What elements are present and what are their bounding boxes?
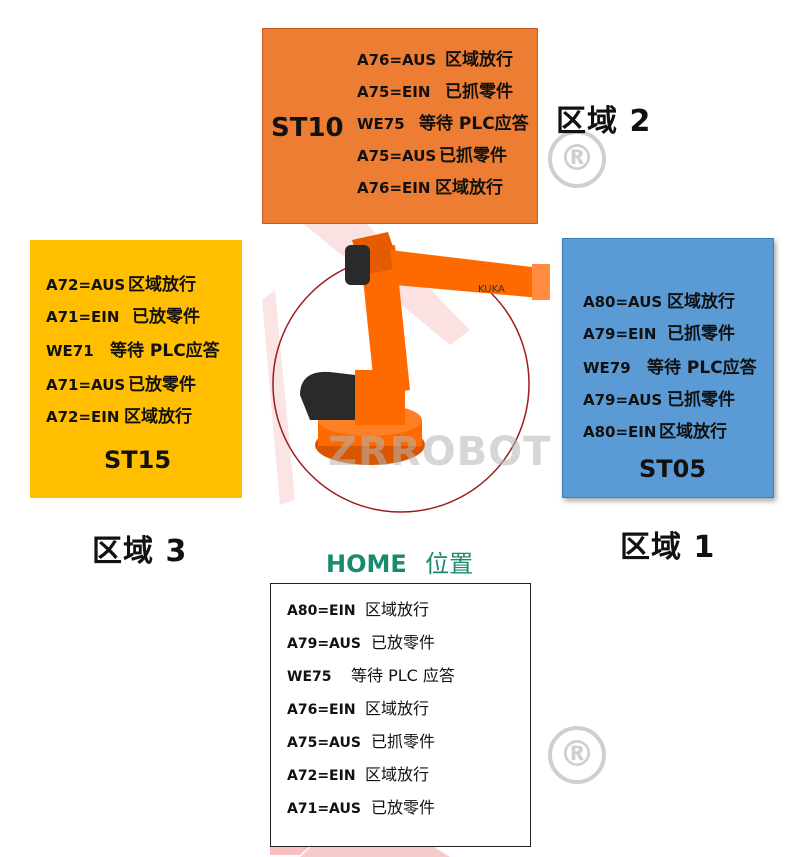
signal-desc: 已抓零件 <box>445 82 513 102</box>
signal-line: A75=AUS 已抓零件 <box>287 728 435 752</box>
robot-brand-text: KUKA <box>478 284 505 295</box>
signal-code: A79=EIN <box>583 325 657 343</box>
signal-code: A72=AUS <box>46 276 126 294</box>
signal-code: WE71 <box>46 342 94 360</box>
signal-line: A76=AUS 区域放行 <box>357 45 513 70</box>
home-sequence-box: A80=EIN 区域放行 A79=AUS 已放零件 WE75 等待 PLC 应答 A7… <box>270 583 531 847</box>
signal-code: A79=AUS <box>287 636 361 652</box>
station-title: ST15 <box>104 446 172 474</box>
signal-desc: 已抓零件 <box>667 324 735 344</box>
signal-line: A72=EIN 区域放行 <box>287 761 429 785</box>
signal-desc: 等待 PLC应答 <box>110 341 220 361</box>
signal-code: A71=EIN <box>46 308 120 326</box>
signal-desc: 区域放行 <box>365 600 430 619</box>
robot-base <box>300 370 425 465</box>
signal-code: WE75 <box>357 115 405 133</box>
robot-arm: KUKA <box>345 232 550 395</box>
signal-code: A72=EIN <box>287 768 356 784</box>
signal-code: A80=EIN <box>583 423 657 441</box>
signal-desc: 区域放行 <box>128 275 196 295</box>
signal-line: A75=EIN 已抓零件 <box>357 77 513 102</box>
signal-line: A71=AUS 已放零件 <box>287 794 435 818</box>
signal-desc: 等待 PLC应答 <box>647 358 757 378</box>
signal-line: A71=EIN 已放零件 <box>46 302 200 327</box>
signal-desc: 区域放行 <box>445 50 513 70</box>
signal-code: A80=EIN <box>287 603 356 619</box>
registered-mark: ® <box>548 726 606 784</box>
signal-line: A79=EIN 已抓零件 <box>583 319 735 344</box>
signal-line: WE75 等待 PLC应答 <box>357 109 529 134</box>
signal-desc: 区域放行 <box>659 422 727 442</box>
zone-3-label: 区域 3 <box>92 534 188 569</box>
signal-code: A80=AUS <box>583 293 663 311</box>
signal-code: A79=AUS <box>583 391 663 409</box>
signal-desc: 区域放行 <box>365 699 430 718</box>
zone-2-label: 区域 2 <box>556 104 652 139</box>
signal-code: WE79 <box>583 359 631 377</box>
zone-1-label: 区域 1 <box>620 530 716 565</box>
signal-desc: 已放零件 <box>132 307 200 327</box>
home-suffix: 位置 <box>425 550 474 578</box>
signal-desc: 区域放行 <box>435 178 503 198</box>
signal-desc: 已放零件 <box>371 633 436 652</box>
signal-desc: 已抓零件 <box>371 732 436 751</box>
signal-line: WE75 等待 PLC 应答 <box>287 662 455 686</box>
home-position-label: HOME 位置 <box>326 544 473 579</box>
signal-code: A75=EIN <box>357 83 431 101</box>
signal-line: WE79 等待 PLC应答 <box>583 353 757 378</box>
signal-desc: 等待 PLC应答 <box>419 114 529 134</box>
signal-code: A75=AUS <box>357 147 437 165</box>
signal-line: A79=AUS 已放零件 <box>287 629 435 653</box>
signal-desc: 区域放行 <box>365 765 430 784</box>
station-st10-box: ST10 A76=AUS 区域放行 A75=EIN 已抓零件 WE75 等待 PLC应… <box>262 28 538 224</box>
registered-mark: ® <box>548 130 606 188</box>
signal-code: A76=EIN <box>287 702 356 718</box>
signal-desc: 已抓零件 <box>667 390 735 410</box>
signal-code: WE75 <box>287 669 332 685</box>
signal-code: A72=EIN <box>46 408 120 426</box>
signal-line: A80=EIN 区域放行 <box>287 596 429 620</box>
signal-code: A76=AUS <box>357 51 437 69</box>
signal-desc: 已放零件 <box>128 375 196 395</box>
signal-code: A71=AUS <box>287 801 361 817</box>
watermark-shape <box>262 290 295 505</box>
signal-desc: 区域放行 <box>124 407 192 427</box>
signal-code: A75=AUS <box>287 735 361 751</box>
signal-line: A76=EIN 区域放行 <box>287 695 429 719</box>
signal-desc: 已放零件 <box>371 798 436 817</box>
watermark-text: ZRROBOT <box>328 429 551 475</box>
station-title: ST05 <box>639 455 707 483</box>
signal-code: A71=AUS <box>46 376 126 394</box>
signal-desc: 已抓零件 <box>439 146 507 166</box>
home-word: HOME <box>326 550 407 578</box>
signal-line: WE71 等待 PLC应答 <box>46 336 220 361</box>
station-title: ST10 <box>271 113 344 143</box>
signal-desc: 区域放行 <box>667 292 735 312</box>
signal-code: A76=EIN <box>357 179 431 197</box>
signal-desc: 等待 PLC 应答 <box>351 666 455 685</box>
